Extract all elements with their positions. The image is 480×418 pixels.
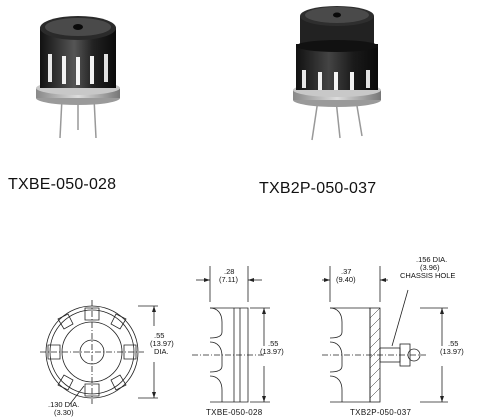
side2-width-in: .37 <box>341 267 352 276</box>
side2-height-in: .55 <box>448 339 459 348</box>
product-photo-txb2p-050-037 <box>293 6 381 141</box>
top-view-hole-in: .130 DIA. <box>48 400 80 409</box>
side2-hole-label: CHASSIS HOLE <box>400 271 456 280</box>
part-number-caption: TXBE-050-028 <box>8 176 117 193</box>
side2-height-mm: (13.97) <box>440 347 464 356</box>
top-view-dia-in: .55 <box>154 331 165 340</box>
part-number-caption: TXB2P-050-037 <box>259 180 377 197</box>
top-view-dia-suffix: DIA. <box>154 347 169 356</box>
side2-caption: TXB2P-050-037 <box>350 408 412 417</box>
side-view-drawing-txb2p <box>322 266 448 403</box>
product-photo-txbe-050-028 <box>36 16 120 139</box>
side1-height-mm: (13.97) <box>260 347 284 356</box>
side1-height-in: .55 <box>268 339 279 348</box>
side1-width-mm: (7.11) <box>219 275 239 284</box>
side1-caption: TXBE-050-028 <box>206 408 263 417</box>
top-view-drawing <box>40 300 158 405</box>
side2-hole-mm: (3.96) <box>420 263 440 272</box>
side2-hole-in: .156 DIA. <box>416 255 448 264</box>
top-view-hole-mm: (3.30) <box>54 408 74 417</box>
side1-width-in: .28 <box>224 267 235 276</box>
top-view-dia-mm: (13.97) <box>150 339 174 348</box>
side2-width-mm: (9.40) <box>336 275 356 284</box>
side-view-drawing-txbe <box>192 266 270 403</box>
